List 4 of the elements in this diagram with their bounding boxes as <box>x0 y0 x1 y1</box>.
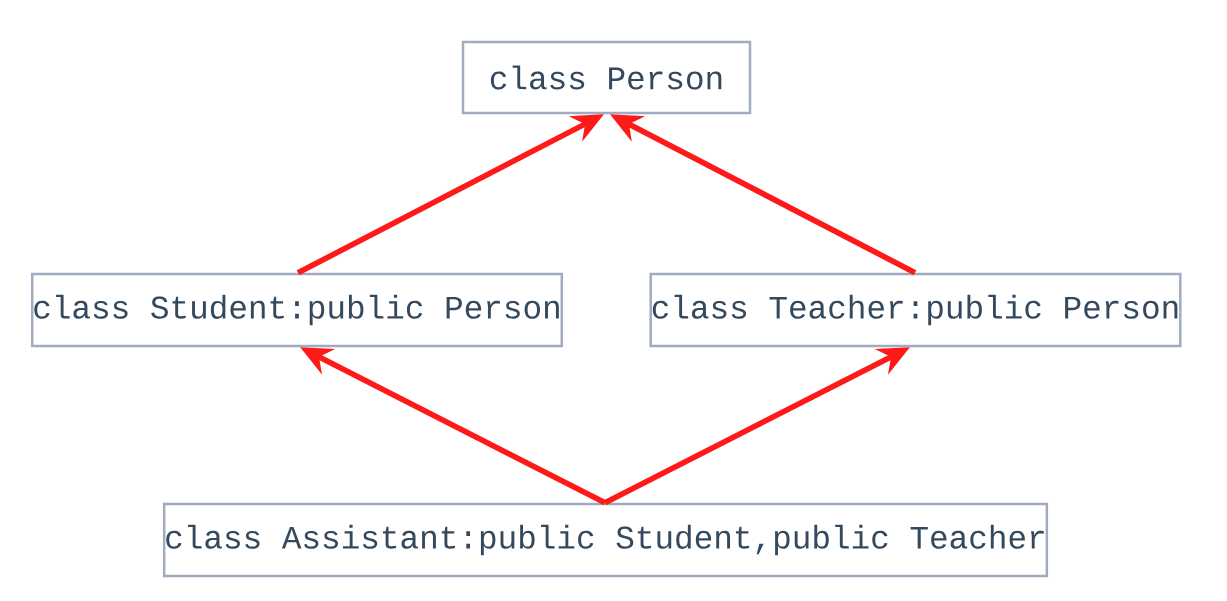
class-box: class Person <box>461 40 752 115</box>
class-box: class Assistant:public Student,public Teacher <box>162 502 1049 578</box>
class-box: class Teacher:public Person <box>649 272 1182 348</box>
class-box: class Student:public Person <box>31 272 564 348</box>
